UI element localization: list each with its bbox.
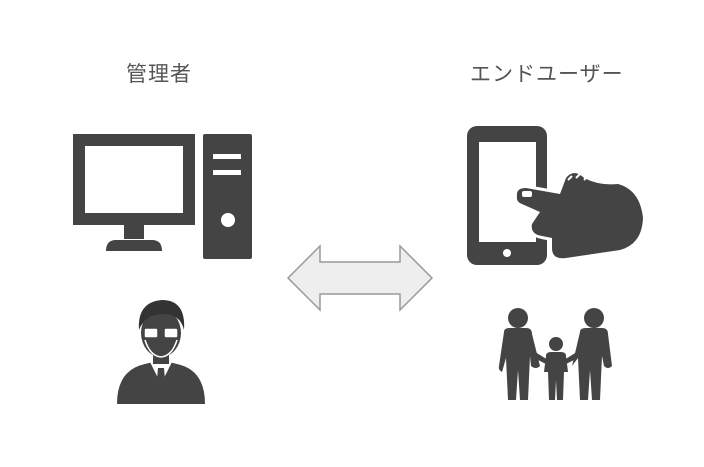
- businessman-with-glasses-icon: [117, 300, 205, 404]
- smartphone-touch-icon: [467, 126, 646, 265]
- admin-label: 管理者: [126, 62, 192, 86]
- family-icon: [498, 308, 612, 400]
- desktop-computer-icon: [73, 134, 252, 259]
- bidirectional-arrow-icon: [286, 244, 434, 312]
- end-user-label: エンドユーザー: [470, 62, 624, 86]
